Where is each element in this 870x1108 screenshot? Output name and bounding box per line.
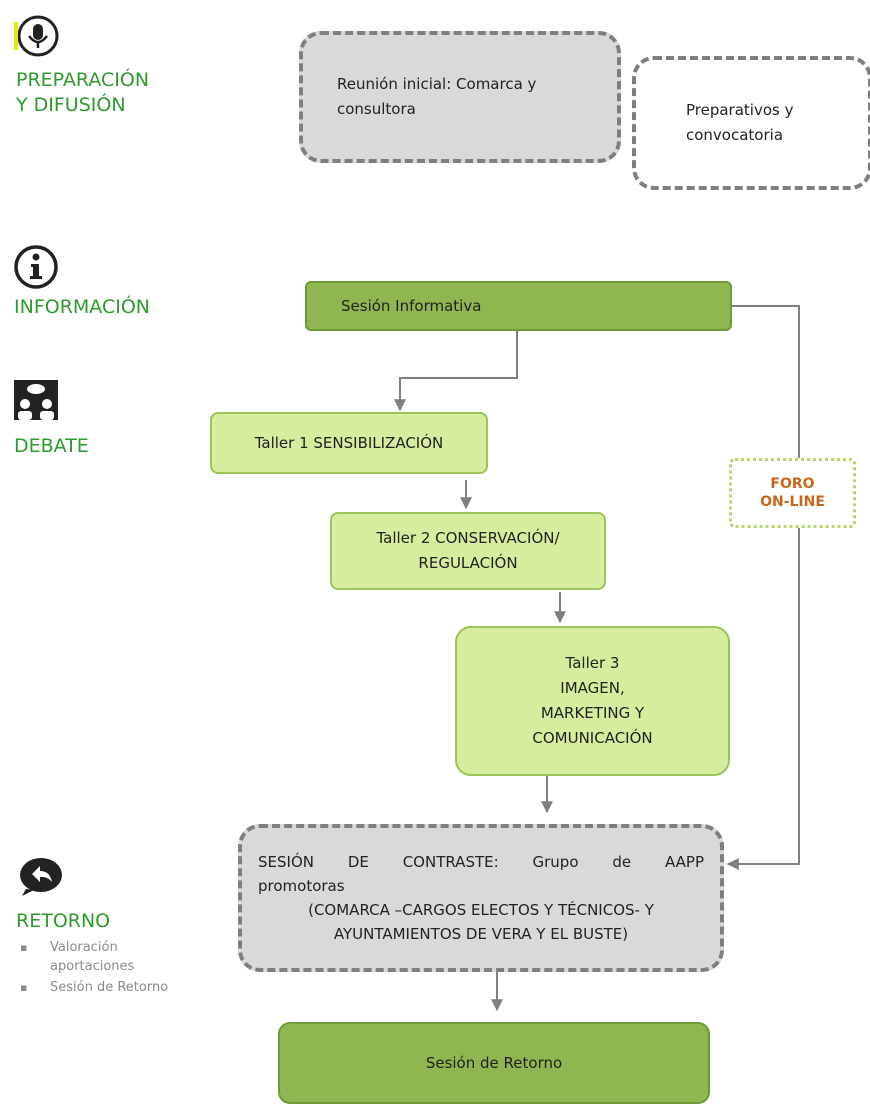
info-icon [13, 244, 59, 290]
node-sesion-retorno-label: Sesión de Retorno [425, 1053, 563, 1072]
highlight-mark [14, 22, 18, 50]
node-taller-2-line1: Taller 2 CONSERVACIÓN/ [376, 529, 560, 547]
phase-preparacion-line1: PREPARACIÓN [16, 69, 150, 91]
node-reunion-inicial: Reunión inicial: Comarca y consultora [299, 31, 621, 163]
node-taller-1: Taller 1 SENSIBILIZACIÓN [210, 412, 488, 474]
node-sesion-informativa-label: Sesión Informativa [341, 296, 482, 315]
node-contraste-line2: promotoras [258, 877, 345, 895]
node-taller-3-line2: IMAGEN, [560, 679, 625, 697]
node-foro-line2: ON-LINE [760, 494, 825, 510]
node-taller-3-line1: Taller 3 [565, 654, 620, 672]
return-arrow-icon [18, 856, 64, 896]
retorno-item-sesion-text: Sesión de Retorno [50, 980, 169, 995]
node-taller-3: Taller 3 IMAGEN, MARKETING Y COMUNICACIÓ… [455, 626, 730, 776]
phase-retorno-label: RETORNO [16, 910, 111, 932]
node-taller-2-line2: REGULACIÓN [418, 554, 518, 572]
connector-info-taller1 [394, 302, 518, 412]
node-preparativos-line2: convocatoria [686, 126, 784, 144]
retorno-list: Valoración aportaciones Sesión de Retorn… [16, 938, 176, 997]
node-reunion-inicial-line1: Reunión inicial: Comarca y [337, 75, 537, 93]
microphone-icon [16, 14, 60, 58]
retorno-item-sesion: Sesión de Retorno [16, 978, 176, 997]
node-contraste-line1: SESIÓN DE CONTRASTE: Grupo de AAPP [258, 853, 704, 871]
connector-info-foro-contraste [726, 305, 800, 870]
node-foro-online: FORO ON-LINE [729, 458, 856, 528]
node-preparativos: Preparativos y convocatoria [632, 56, 870, 190]
phase-preparacion-line2: Y DIFUSIÓN [16, 94, 126, 116]
node-reunion-inicial-line2: consultora [337, 100, 416, 118]
node-sesion-retorno: Sesión de Retorno [278, 1022, 710, 1104]
phase-preparacion-label: PREPARACIÓN Y DIFUSIÓN [16, 68, 196, 118]
node-foro-line1: FORO [770, 476, 815, 492]
node-sesion-informativa: Sesión Informativa [305, 281, 732, 331]
node-contraste-line3: (COMARCA –CARGOS ELECTOS Y TÉCNICOS- Y [308, 901, 654, 919]
node-contraste-line4: AYUNTAMIENTOS DE VERA Y EL BUSTE) [333, 925, 629, 943]
node-taller-3-line4: COMUNICACIÓN [532, 729, 653, 747]
node-taller-2: Taller 2 CONSERVACIÓN/ REGULACIÓN [330, 512, 606, 590]
debate-people-icon [14, 380, 58, 420]
node-preparativos-line1: Preparativos y [686, 101, 794, 119]
retorno-item-valoracion-text: Valoración aportaciones [50, 940, 135, 974]
phase-debate-label: DEBATE [14, 435, 89, 457]
node-taller-1-label: Taller 1 SENSIBILIZACIÓN [254, 433, 444, 452]
retorno-item-valoracion: Valoración aportaciones [16, 938, 176, 976]
node-sesion-contraste: SESIÓN DE CONTRASTE: Grupo de AAPP promo… [238, 824, 724, 972]
phase-informacion-label: INFORMACIÓN [14, 296, 150, 318]
node-taller-3-line3: MARKETING Y [540, 704, 645, 722]
